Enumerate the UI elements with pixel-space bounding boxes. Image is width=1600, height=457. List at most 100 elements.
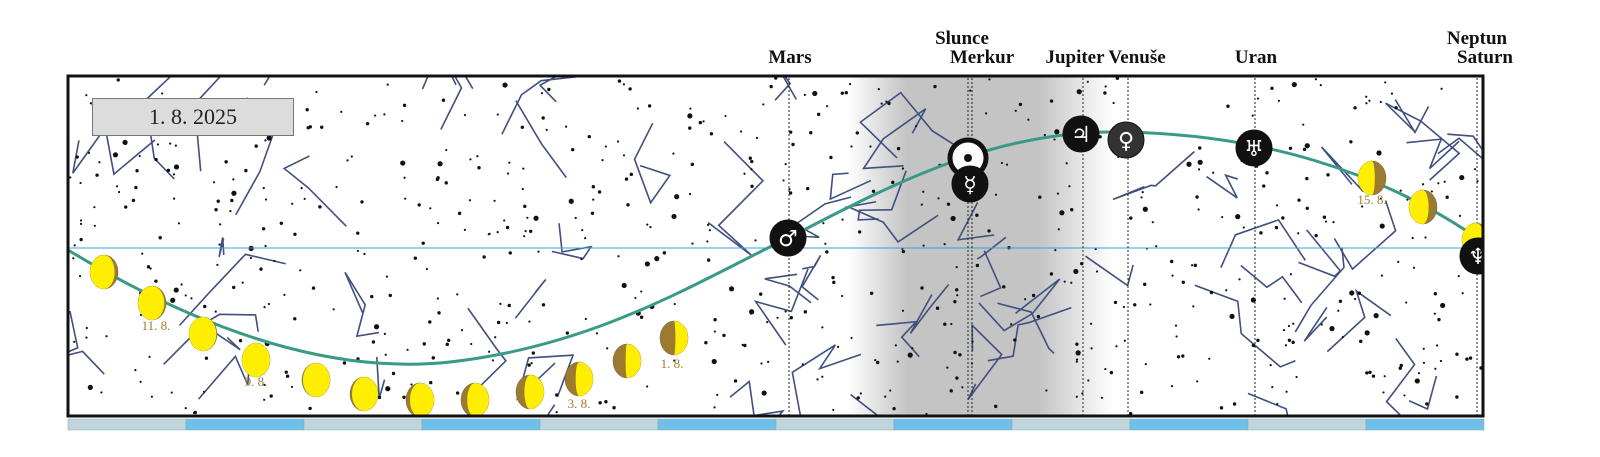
star (332, 308, 335, 311)
star (1174, 324, 1178, 327)
constellation-line (538, 76, 559, 103)
star (1322, 215, 1327, 219)
star (711, 358, 717, 365)
star (1373, 313, 1379, 319)
star (1232, 402, 1237, 406)
star (1073, 268, 1079, 275)
star (545, 128, 548, 131)
star (249, 256, 253, 260)
star (100, 391, 103, 394)
star (496, 113, 499, 116)
star (231, 190, 237, 196)
star (350, 155, 353, 158)
star (528, 229, 533, 234)
star (1059, 210, 1065, 216)
jupiter-marker: ♃ (1062, 115, 1100, 153)
star (1149, 303, 1152, 306)
star (1081, 392, 1084, 395)
star (1365, 95, 1368, 98)
star (1459, 174, 1465, 181)
star (1139, 390, 1144, 395)
star (1196, 380, 1199, 383)
constellation-line (421, 76, 457, 90)
star (1297, 232, 1300, 235)
star (691, 242, 694, 245)
star (232, 285, 236, 290)
star (1305, 176, 1309, 181)
star (1036, 314, 1041, 319)
star (150, 395, 154, 398)
star (1151, 221, 1154, 224)
star (463, 113, 467, 117)
star (1285, 390, 1288, 393)
star (1256, 338, 1260, 343)
star (824, 242, 827, 245)
moon-date-label: 15. 8. (1357, 192, 1386, 207)
star (1065, 162, 1068, 165)
star (219, 223, 222, 226)
star (646, 223, 649, 226)
star (875, 360, 880, 365)
star (1103, 91, 1107, 95)
star (1289, 273, 1293, 276)
star (791, 142, 795, 147)
star (1000, 161, 1003, 165)
star (743, 343, 747, 348)
star (87, 151, 91, 155)
star (445, 148, 448, 152)
constellation-line (987, 306, 1072, 362)
star (857, 230, 862, 234)
star (95, 173, 99, 177)
star (887, 101, 891, 106)
star (581, 229, 584, 232)
star (457, 211, 462, 216)
star (1390, 92, 1394, 95)
star (1320, 323, 1323, 326)
star (134, 369, 137, 372)
star (148, 355, 151, 359)
hour-band-segment (1129, 418, 1249, 431)
star (1142, 206, 1148, 212)
star (975, 263, 980, 268)
star (505, 225, 510, 230)
star (139, 380, 142, 383)
star (555, 393, 559, 397)
star (708, 229, 711, 232)
star (93, 206, 96, 209)
star (1421, 183, 1425, 186)
constellation-line (68, 310, 105, 375)
star (174, 144, 177, 147)
hour-band-segment (1365, 418, 1485, 431)
star (1276, 402, 1279, 406)
star (264, 139, 267, 142)
star (1045, 389, 1048, 392)
star (1256, 97, 1260, 100)
star (212, 181, 216, 184)
star (293, 317, 297, 321)
star (662, 251, 667, 255)
star (1031, 293, 1036, 298)
star (788, 130, 793, 134)
star (956, 294, 959, 297)
mercury-marker: ☿ (951, 165, 989, 203)
constellation-line (956, 201, 995, 241)
constellation-line (801, 254, 822, 301)
star (590, 211, 595, 215)
star (1384, 81, 1387, 84)
star (856, 396, 860, 400)
constellation-line (1298, 229, 1342, 278)
star (1259, 231, 1263, 235)
star (674, 194, 680, 200)
star (1229, 313, 1235, 319)
constellation-line (859, 91, 961, 159)
star (123, 141, 128, 145)
star (1287, 338, 1292, 342)
star (388, 293, 393, 298)
star (896, 146, 901, 151)
star (1122, 305, 1126, 309)
star (1425, 402, 1429, 406)
star (445, 342, 449, 347)
star (859, 392, 862, 395)
star (803, 93, 806, 96)
star (520, 125, 525, 130)
